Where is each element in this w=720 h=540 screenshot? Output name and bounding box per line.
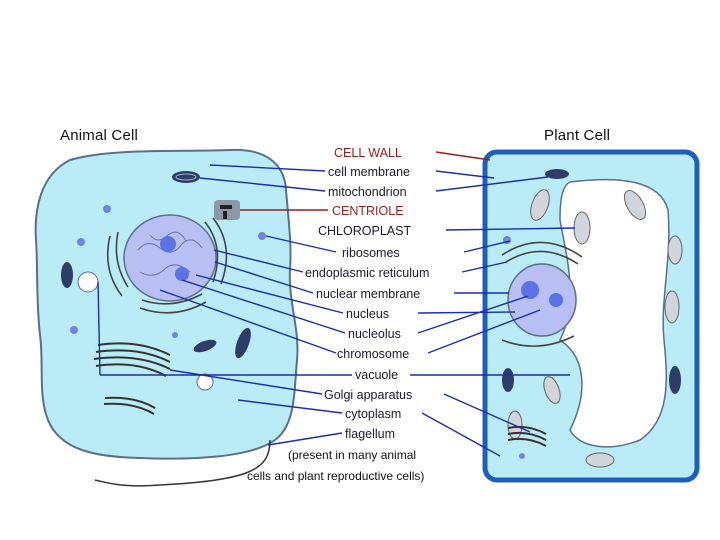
animal-nucleus [123,214,217,302]
note-line-2: cells and plant reproductive cells) [247,469,424,483]
plant-nucleus [507,263,577,337]
label-flagellum: flagellum [345,427,395,441]
animal-chromatin [137,231,203,276]
animal-vacuole-2 [196,373,214,391]
animal-cell [34,148,299,487]
label-endoplasmic-reticulum: endoplasmic reticulum [305,266,429,280]
label-mitochondrion: mitochondrion [328,185,407,199]
label-chromosome: chromosome [337,347,409,361]
animal-ribosomes [70,205,266,338]
plant-er [501,241,583,347]
plant-cell-title: Plant Cell [544,127,611,144]
label-cell-membrane: cell membrane [328,165,410,179]
label-nuclear-membrane: nuclear membrane [316,287,420,301]
plant-chloroplasts [507,189,683,468]
label-golgi-apparatus: Golgi apparatus [324,388,412,402]
plant-central-vacuole [559,178,670,448]
animal-vacuole [77,271,99,293]
plant-nucleolus [521,281,539,299]
animal-nucleolus [160,236,176,252]
labels: CELL WALL cell membrane mitochondrion CE… [247,146,429,483]
plant-nucleolus-2 [549,293,563,307]
note-line-1: (present in many animal [288,448,416,462]
label-centriole: CENTRIOLE [332,204,404,218]
animal-mitochondria [61,171,251,359]
animal-golgi [93,342,171,415]
label-vacuole: vacuole [355,368,398,382]
label-chloroplast: CHLOROPLAST [318,224,411,238]
label-cell-wall: CELL WALL [334,146,402,160]
label-nucleus: nucleus [346,307,389,321]
plant-cell [482,149,700,483]
label-ribosomes: ribosomes [342,246,400,260]
leader-lines [97,151,576,457]
animal-nucleolus-2 [175,267,189,281]
animal-flagellum [94,439,271,487]
animal-cell-title: Animal Cell [60,127,139,144]
label-nucleolus: nucleolus [348,327,401,341]
plant-golgi [507,425,547,447]
plant-mitochondria [502,169,681,394]
label-cytoplasm: cytoplasm [345,407,401,421]
